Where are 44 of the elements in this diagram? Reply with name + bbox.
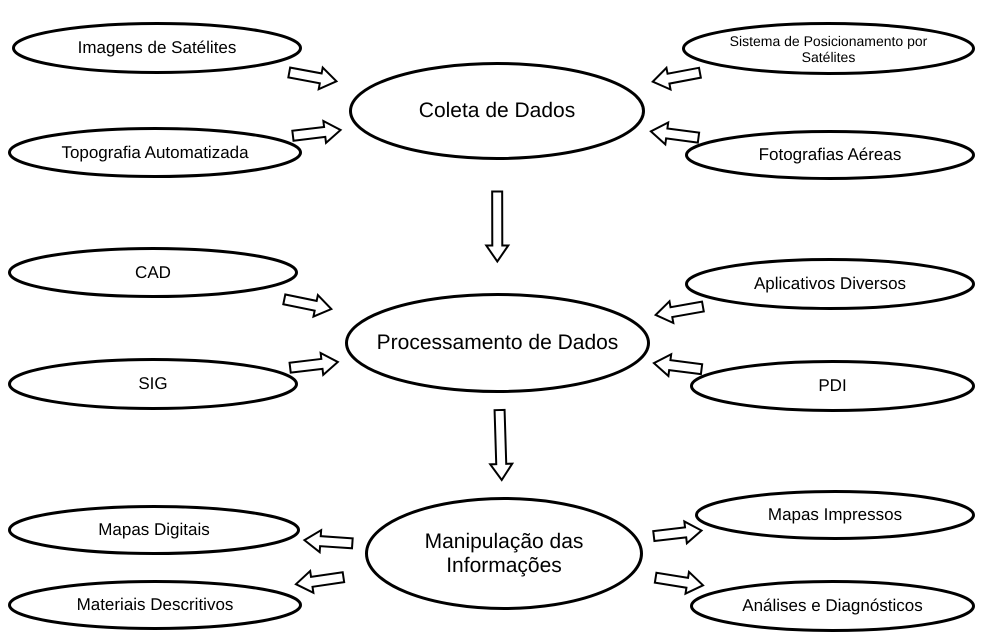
block-arrow bbox=[291, 119, 342, 145]
node-label: Imagens de Satélites bbox=[76, 38, 238, 58]
node-label: CAD bbox=[134, 262, 172, 282]
ellipse-node bbox=[690, 360, 975, 412]
ellipse-node bbox=[8, 358, 298, 410]
block-arrow bbox=[654, 299, 705, 325]
ellipse-node bbox=[8, 580, 302, 630]
block-arrow bbox=[651, 66, 702, 92]
block-arrow bbox=[649, 120, 700, 146]
ellipse-node bbox=[8, 247, 298, 298]
ellipse-node bbox=[8, 127, 302, 178]
ellipse-node bbox=[682, 22, 975, 75]
ellipse-node bbox=[8, 505, 300, 555]
node-label: Mapas Digitais bbox=[97, 520, 211, 540]
block-arrow bbox=[282, 292, 334, 318]
block-arrow bbox=[652, 520, 704, 546]
node-label: Sistema de Posicionamento por Satélites bbox=[728, 32, 928, 65]
block-arrow bbox=[652, 352, 704, 378]
block-arrow bbox=[484, 190, 510, 264]
block-arrow bbox=[488, 408, 514, 482]
node-label: Manipulação das Informações bbox=[424, 529, 584, 578]
ellipse-node bbox=[695, 490, 975, 540]
ellipse-node bbox=[12, 22, 302, 74]
node-label: Fotografias Aéreas bbox=[758, 145, 902, 165]
node-label: Aplicativos Diversos bbox=[752, 274, 908, 294]
ellipse-node bbox=[349, 62, 645, 160]
block-arrow bbox=[302, 528, 354, 554]
ellipse-node bbox=[690, 580, 975, 632]
ellipse-node bbox=[365, 497, 643, 610]
ellipse-node bbox=[685, 258, 975, 310]
node-label: Análises e Diagnósticos bbox=[741, 596, 924, 616]
node-label: Materiais Descritivos bbox=[76, 595, 234, 615]
block-arrow bbox=[288, 351, 340, 377]
block-arrow bbox=[287, 65, 338, 91]
ellipse-node bbox=[345, 293, 650, 393]
node-label: SIG bbox=[137, 374, 169, 394]
node-label: Processamento de Dados bbox=[376, 330, 620, 356]
node-label: Coleta de Dados bbox=[418, 98, 576, 124]
node-label: Mapas Impressos bbox=[766, 505, 904, 525]
node-label: Topografia Automatizada bbox=[60, 142, 250, 162]
ellipse-node bbox=[685, 130, 975, 180]
block-arrow bbox=[294, 568, 346, 594]
node-label: PDI bbox=[817, 376, 848, 396]
block-arrow bbox=[654, 570, 705, 596]
